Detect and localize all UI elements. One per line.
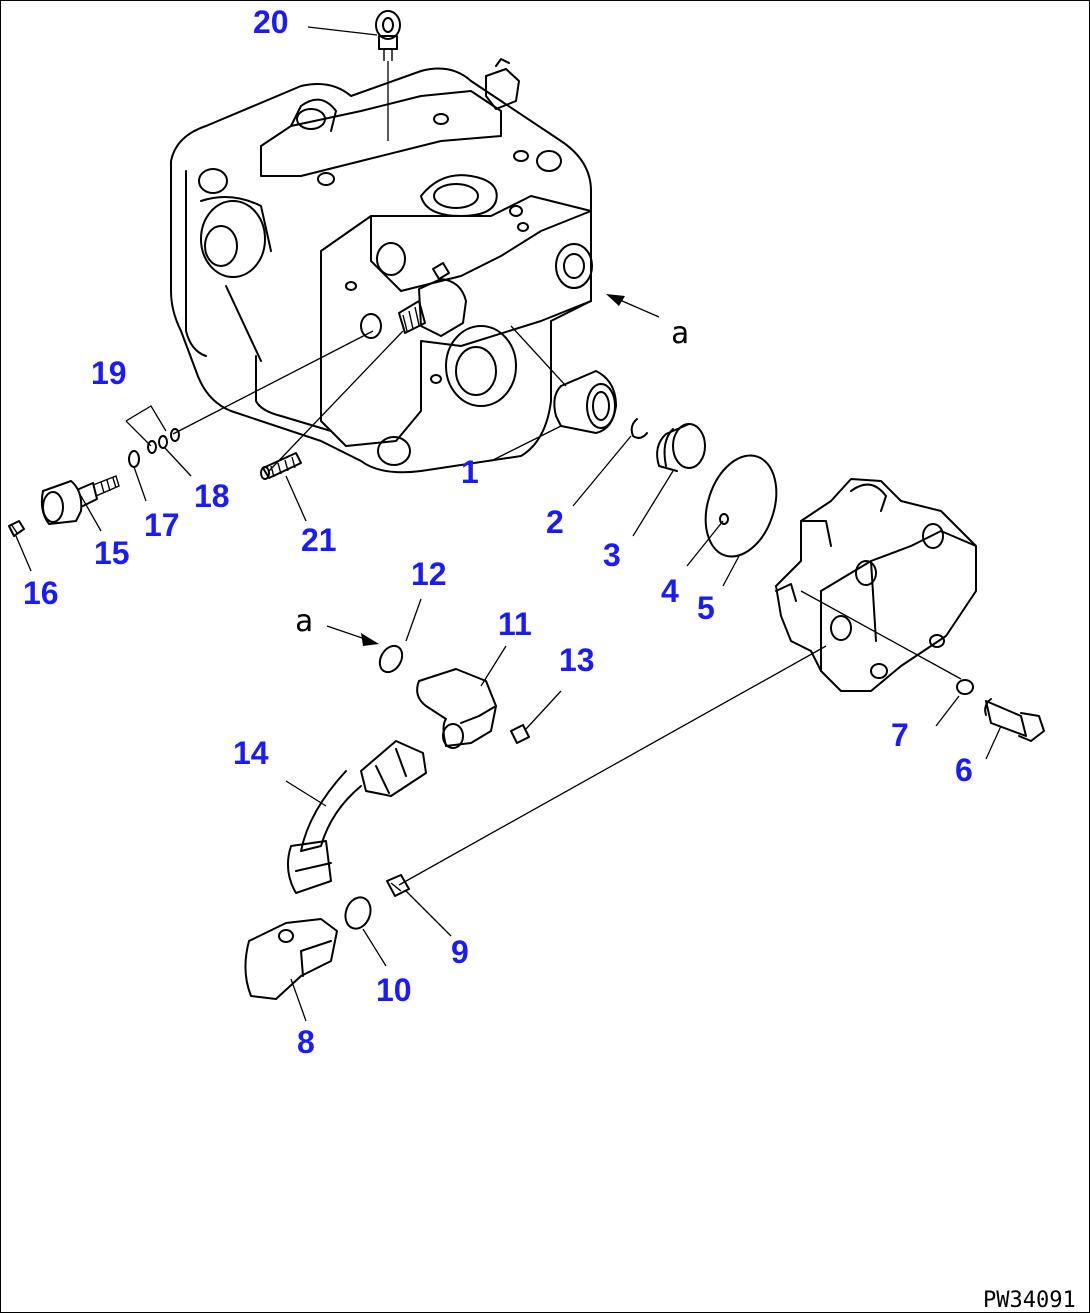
part-14-hose — [286, 740, 427, 894]
pump-body — [170, 58, 593, 474]
callout-11: 11 — [498, 606, 532, 642]
callout-13: 13 — [559, 642, 595, 678]
arrow-left-icon — [326, 625, 379, 646]
callout-14: 14 — [233, 735, 269, 771]
leader-lines — [15, 26, 1002, 1022]
callout-1: 1 — [461, 454, 479, 490]
callout-17: 17 — [144, 507, 180, 543]
part-7-washer — [956, 679, 974, 695]
part-2-snap-ring — [630, 418, 648, 439]
gear-pump-cover — [775, 478, 977, 692]
drawing-id: PW34091 — [983, 1288, 1076, 1313]
callout-5: 5 — [697, 590, 715, 626]
callout-10: 10 — [376, 972, 412, 1008]
callout-21: 21 — [301, 522, 337, 558]
callout-12: 12 — [411, 556, 447, 592]
part-10-o-ring — [344, 896, 372, 930]
part-9-plug — [386, 874, 410, 897]
part-8-elbow — [244, 918, 338, 1000]
part-18-seals — [147, 428, 180, 454]
callout-2: 2 — [546, 504, 564, 540]
arrow-right-icon — [606, 294, 660, 318]
callout-8: 8 — [297, 1024, 315, 1060]
part-3-oil-seal — [656, 423, 706, 472]
callout-18: 18 — [194, 478, 230, 514]
callout-4: 4 — [661, 573, 679, 609]
part-17-o-ring — [128, 450, 140, 468]
callout-15: 15 — [94, 535, 130, 571]
part-5-o-ring — [704, 454, 778, 558]
callout-19: 19 — [91, 355, 127, 391]
part-13-nipple — [510, 724, 530, 744]
callout-3: 3 — [603, 537, 621, 573]
view-reference-a-right: a — [671, 316, 689, 351]
callout-16: 16 — [23, 575, 59, 611]
callout-9: 9 — [451, 934, 469, 970]
part-12-o-ring — [378, 644, 404, 674]
part-6-bolt — [984, 698, 1045, 742]
callout-20: 20 — [253, 4, 289, 40]
callout-7: 7 — [891, 717, 909, 753]
callout-6: 6 — [955, 752, 973, 788]
view-reference-a-left: a — [295, 604, 313, 639]
part-20-eye-bolt — [375, 10, 401, 61]
part-1-sleeve — [553, 370, 617, 434]
part-21-plug — [260, 452, 302, 480]
part-4-pin — [719, 513, 729, 525]
callout-labels: 20 19 18 17 15 16 21 1 2 3 4 5 12 11 13 … — [23, 4, 973, 1060]
part-11-elbow — [416, 668, 497, 749]
part-15-valve — [40, 475, 120, 525]
part-16-plug — [8, 520, 25, 537]
